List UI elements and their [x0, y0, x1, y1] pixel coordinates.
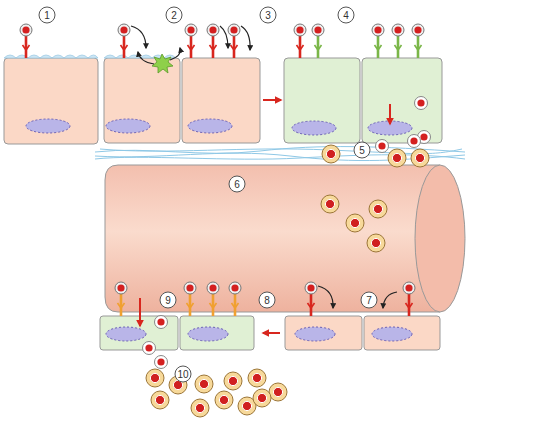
- nucleus: [106, 119, 150, 133]
- blood-vessel: [105, 165, 440, 312]
- immune-cell: [367, 234, 385, 252]
- immune-cell: [146, 369, 164, 387]
- cell: [362, 58, 442, 143]
- callout-number: 7: [361, 292, 378, 309]
- immune-cell: [224, 372, 242, 390]
- immune-cell: [321, 195, 339, 213]
- receptor: [305, 282, 317, 316]
- arrow: [318, 286, 333, 308]
- stimulus: [152, 54, 173, 73]
- receptor: [403, 282, 415, 316]
- immune-cell: [411, 149, 429, 167]
- arrow: [383, 292, 397, 308]
- arrow: [170, 48, 180, 60]
- immune-cell: [369, 200, 387, 218]
- callout-number: 8: [259, 292, 276, 309]
- nucleus: [295, 327, 335, 341]
- immune-cell: [151, 391, 169, 409]
- receptor: [20, 24, 32, 58]
- immune-cell: [215, 391, 233, 409]
- receptor: [228, 24, 240, 58]
- vesicle: [415, 97, 428, 110]
- receptor: [229, 282, 241, 316]
- nucleus: [188, 327, 228, 341]
- nucleus: [372, 327, 412, 341]
- immune-cell: [253, 389, 271, 407]
- arrow: [263, 99, 281, 101]
- immune-cell: [388, 149, 406, 167]
- immune-cell: [322, 145, 340, 163]
- callout-number: 3: [260, 7, 277, 24]
- basement-membrane: [95, 155, 465, 159]
- basement-membrane: [95, 147, 465, 154]
- basement-membrane: [100, 149, 462, 154]
- immune-cell: [248, 369, 266, 387]
- arrow: [139, 298, 141, 326]
- receptor: [207, 282, 219, 316]
- callout-number: 6: [229, 176, 246, 193]
- arrow: [241, 26, 250, 50]
- immune-cell: [269, 383, 287, 401]
- callout-number: 1: [39, 7, 56, 24]
- nucleus: [26, 119, 70, 133]
- receptor: [372, 24, 384, 58]
- receptor: [392, 24, 404, 58]
- vesicle: [143, 342, 156, 355]
- callout-number: 10: [175, 366, 192, 383]
- immune-cell: [346, 214, 364, 232]
- vessel-opening: [415, 165, 465, 312]
- cell: [180, 316, 254, 350]
- basement-membrane: [95, 153, 465, 160]
- callout-number: 4: [338, 7, 355, 24]
- receptor: [185, 24, 197, 58]
- receptor: [115, 282, 127, 316]
- receptor: [312, 24, 324, 58]
- arrow: [220, 26, 228, 48]
- cell: [364, 316, 440, 350]
- cell: [285, 316, 362, 350]
- callout-number: 2: [166, 7, 183, 24]
- vesicle: [155, 356, 168, 369]
- callout-number: 9: [160, 292, 177, 309]
- callout-number: 5: [354, 142, 371, 159]
- nucleus: [188, 119, 232, 133]
- cell: [4, 58, 98, 144]
- vesicle: [155, 316, 168, 329]
- immune-cell: [376, 140, 389, 153]
- cell: [182, 58, 260, 143]
- arrow: [131, 26, 146, 48]
- nucleus: [292, 121, 336, 135]
- receptor: [118, 24, 130, 58]
- receptor: [412, 24, 424, 58]
- cell: [284, 58, 360, 143]
- nucleus: [106, 327, 146, 341]
- receptor: [207, 24, 219, 58]
- glycocalyx: [4, 55, 98, 58]
- arrow: [389, 104, 391, 124]
- receptor: [184, 282, 196, 316]
- immune-cell: [195, 375, 213, 393]
- vesicle: [408, 135, 421, 148]
- arrow: [263, 332, 280, 334]
- arrow: [138, 52, 154, 64]
- cell: [104, 58, 180, 143]
- receptor: [294, 24, 306, 58]
- immune-cell: [191, 399, 209, 417]
